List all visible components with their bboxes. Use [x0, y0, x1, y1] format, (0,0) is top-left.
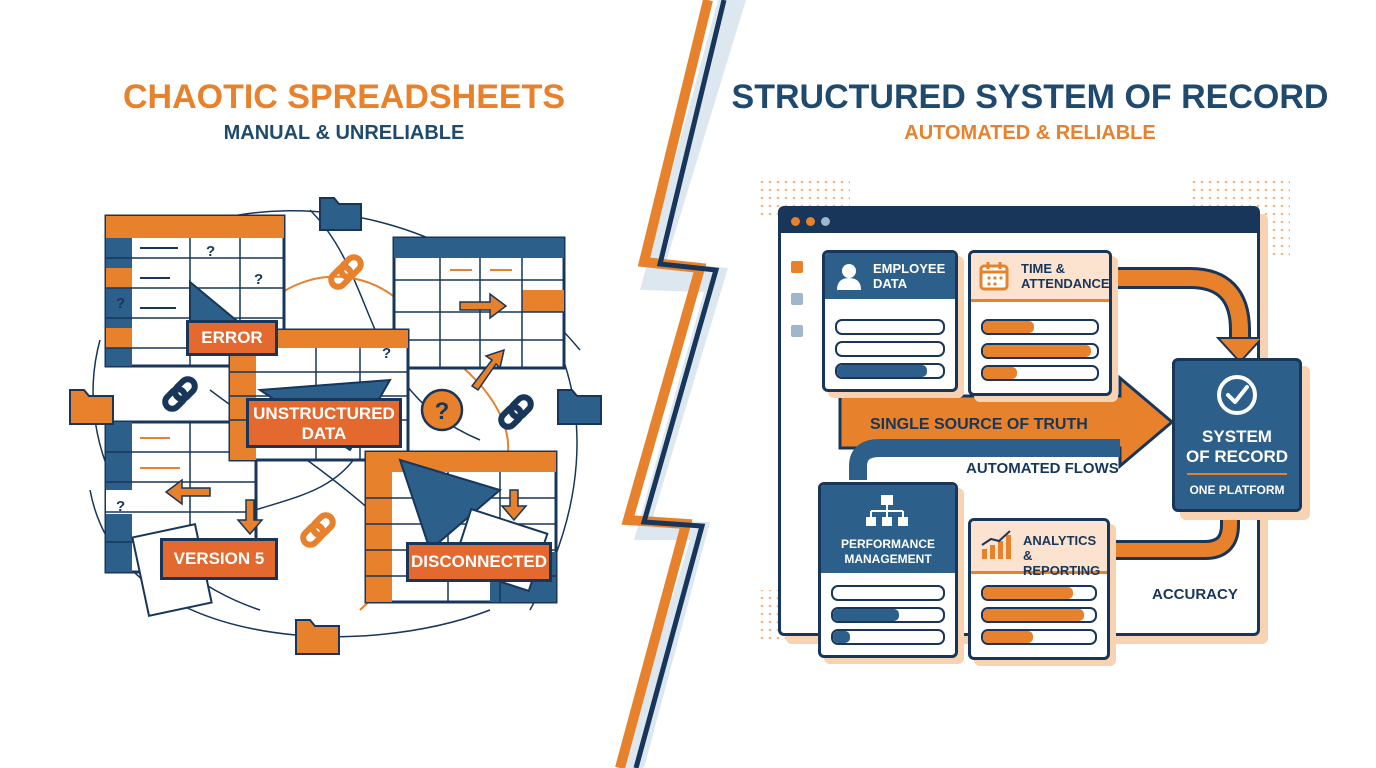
question-bubble-icon	[420, 388, 464, 432]
question-mark-4: ?	[382, 345, 392, 362]
employee-bar-1	[835, 319, 945, 335]
check-circle-icon	[1217, 375, 1257, 415]
sidebar-icon-2[interactable]	[791, 293, 803, 305]
system-of-record-box[interactable]: SYSTEM OF RECORD ONE PLATFORM	[1172, 358, 1302, 512]
right-subtitle: AUTOMATED & RELIABLE	[904, 122, 1156, 144]
employee-bar-3	[835, 363, 945, 379]
window-dot-icon-1	[791, 217, 800, 226]
question-mark-2: ?	[254, 271, 264, 288]
sidebar-icon-3[interactable]	[791, 325, 803, 337]
time-bar-1-fill	[983, 321, 1035, 333]
disconnected-tag: DISCONNECTED	[406, 542, 552, 582]
time-bar-2-fill	[983, 345, 1092, 357]
org-chart-icon	[866, 495, 908, 526]
window-titlebar	[781, 209, 1257, 233]
time-bar-3-fill	[983, 367, 1018, 379]
arrow-down-icon	[236, 499, 264, 536]
question-mark-1: ?	[206, 243, 216, 260]
performance-bar-3-fill	[833, 631, 850, 643]
person-icon	[837, 264, 861, 290]
divider	[1187, 473, 1287, 475]
left-subtitle: MANUAL & UNRELIABLE	[223, 122, 465, 144]
time-attendance-card[interactable]: TIME & ATTENDANCE	[968, 250, 1112, 396]
sidebar-icon-1[interactable]	[791, 261, 803, 273]
performance-bar-2-fill	[833, 609, 899, 621]
right-title: STRUCTURED SYSTEM OF RECORD	[731, 78, 1329, 116]
window-dot-icon-3	[821, 217, 830, 226]
folder-icons	[69, 197, 602, 655]
employee-bar-2	[835, 341, 945, 357]
analytics-bar-1	[981, 585, 1097, 601]
arrow-left-icon	[164, 478, 211, 506]
analytics-bar-2-fill	[983, 609, 1084, 621]
performance-bar-1	[831, 585, 945, 601]
analytics-bar-1-fill	[983, 587, 1073, 599]
error-tag: ERROR	[186, 320, 278, 356]
unstructured-data-tag: UNSTRUCTURED DATA	[246, 398, 402, 448]
time-bar-3	[981, 365, 1099, 381]
analytics-bar-3-fill	[983, 631, 1034, 643]
time-bar-1	[981, 319, 1099, 335]
employee-bar-3-fill	[837, 365, 928, 377]
analytics-bar-3	[981, 629, 1097, 645]
system-of-record-title: SYSTEM OF RECORD	[1186, 427, 1288, 466]
left-title: CHAOTIC SPREADSHEETS	[122, 78, 566, 116]
calendar-icon	[979, 262, 1009, 291]
arrow-up-icon	[470, 348, 506, 392]
version-tag: VERSION 5	[160, 538, 278, 580]
analytics-bar-2	[981, 607, 1097, 623]
performance-bar-3	[831, 629, 945, 645]
employee-data-label: EMPLOYEE DATA	[873, 261, 946, 291]
analytics-reporting-card[interactable]: ANALYTICS & REPORTING	[968, 518, 1110, 660]
time-attendance-label: TIME & ATTENDANCE	[1021, 261, 1110, 291]
flow-arrows	[838, 267, 1260, 560]
employee-data-card[interactable]: EMPLOYEE DATA	[822, 250, 958, 392]
time-bar-2	[981, 343, 1099, 359]
question-mark-3: ?	[116, 295, 126, 312]
analytics-reporting-label: ANALYTICS & REPORTING	[1023, 533, 1101, 578]
window-dot-icon-2	[806, 217, 815, 226]
spreadsheet-2	[392, 236, 566, 370]
performance-management-card[interactable]: PERFORMANCE MANAGEMENT	[818, 482, 958, 658]
chain-link-icons	[162, 254, 534, 548]
lightning-divider	[615, 0, 746, 768]
question-mark-5: ?	[116, 498, 126, 515]
performance-bar-2	[831, 607, 945, 623]
arrow-down-icon-2	[500, 489, 528, 522]
single-source-label: SINGLE SOURCE OF TRUTH	[870, 416, 1088, 433]
svg-text:?: ?	[435, 398, 450, 425]
chart-icon	[981, 530, 1011, 559]
arrow-right-icon	[459, 292, 508, 320]
automated-flows-label: AUTOMATED FLOWS	[966, 460, 1119, 477]
performance-management-label: PERFORMANCE MANAGEMENT	[840, 537, 935, 566]
one-platform-label: ONE PLATFORM	[1189, 483, 1285, 497]
accuracy-label: ACCURACY	[1152, 586, 1238, 603]
